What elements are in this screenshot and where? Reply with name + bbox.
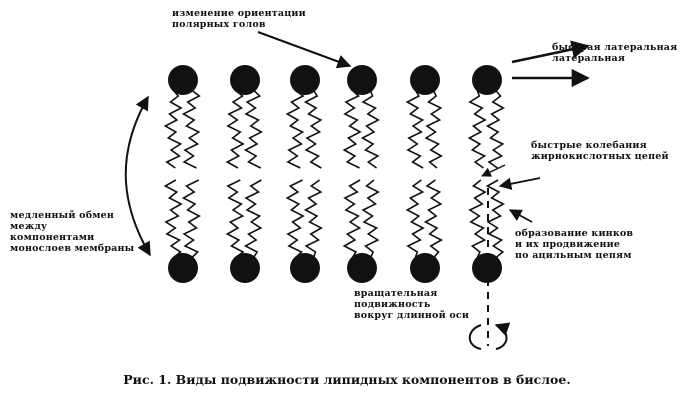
fatty-acid-chain	[163, 179, 183, 259]
label-polar-head-orientation: изменение ориентации полярных голов	[172, 8, 306, 30]
lateral-diffusion-arrow-upper	[511, 40, 590, 64]
polar-head-orientation-arrow	[257, 31, 352, 69]
fatty-acid-chain	[225, 89, 245, 169]
upper-polar-head	[290, 65, 320, 95]
fatty-acid-chain	[467, 89, 487, 169]
fatty-acid-chain	[424, 89, 443, 169]
fatty-acid-chain	[405, 89, 425, 169]
fatty-acid-chain	[361, 179, 380, 259]
lower-polar-head	[290, 253, 320, 283]
flip-flop-double-arrow	[124, 95, 151, 257]
upper-polar-head	[347, 65, 377, 95]
label-fast-lateral-diffusion: быстрая латеральная латеральная	[552, 42, 678, 64]
fatty-acid-chain	[342, 179, 362, 259]
upper-polar-head	[230, 65, 260, 95]
fatty-acid-chain	[423, 179, 443, 259]
fatty-acid-chain	[405, 179, 425, 259]
fatty-acid-chain	[342, 89, 362, 169]
lower-polar-head	[168, 253, 198, 283]
fatty-acid-chain	[485, 179, 505, 259]
lower-polar-head	[230, 253, 260, 283]
fatty-acid-chain	[181, 89, 201, 169]
rotation-arc	[468, 325, 507, 350]
fatty-acid-tails	[163, 89, 505, 259]
upper-polar-head	[472, 65, 502, 95]
label-kink-formation: образование кинков и их продвижение по а…	[515, 228, 634, 261]
fatty-acid-chain	[181, 179, 201, 259]
label-fast-chain-oscillation: быстрые колебания жирнокислотных цепей	[531, 140, 669, 162]
fatty-acid-chain	[243, 89, 263, 169]
fatty-acid-chain	[163, 89, 183, 169]
chain-oscillation-arrow-2	[481, 164, 506, 177]
kinks-arrow	[508, 209, 533, 223]
lower-polar-head	[347, 253, 377, 283]
fatty-acid-chain	[303, 89, 323, 169]
fatty-acid-chain	[360, 89, 380, 169]
fatty-acid-chain	[225, 179, 245, 259]
fatty-acid-chain	[285, 89, 305, 169]
label-slow-flip-flop: медленный обмен между компонентами монос…	[10, 210, 135, 254]
upper-polar-head	[168, 65, 198, 95]
chain-oscillation-arrow	[498, 177, 541, 190]
label-rotational-mobility: вращательная подвижность вокруг длинной …	[354, 288, 470, 321]
lower-polar-head	[410, 253, 440, 283]
polar-heads	[168, 65, 502, 283]
fatty-acid-chain	[285, 179, 305, 259]
fatty-acid-chain	[303, 179, 323, 259]
fatty-acid-chain	[468, 179, 487, 259]
upper-polar-head	[410, 65, 440, 95]
fatty-acid-chain	[485, 89, 505, 169]
figure-caption: Рис. 1. Виды подвижности липидных компон…	[123, 372, 571, 387]
fatty-acid-chain	[243, 179, 263, 259]
